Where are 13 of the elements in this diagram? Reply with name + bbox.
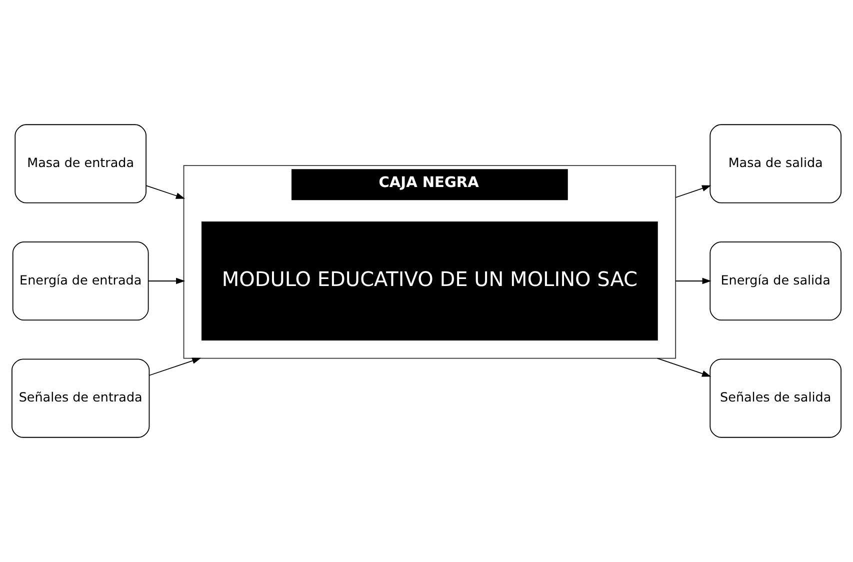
node-box: Energía de entrada bbox=[12, 241, 149, 321]
arrow bbox=[148, 278, 186, 284]
node-box: Masa de entrada bbox=[14, 124, 146, 204]
arrow bbox=[146, 185, 186, 199]
node-box: MODULO EDUCATIVO DE UN MOLINO SAC bbox=[202, 221, 658, 341]
node-box: Masa de salida bbox=[710, 124, 842, 204]
arrow bbox=[675, 185, 712, 198]
arrow bbox=[148, 358, 202, 376]
node-box: Señales de salida bbox=[710, 358, 842, 438]
arrow bbox=[675, 278, 712, 284]
node-box: Señales de entrada bbox=[12, 358, 150, 438]
arrow bbox=[656, 358, 712, 377]
node-box: Energía de salida bbox=[710, 241, 842, 321]
